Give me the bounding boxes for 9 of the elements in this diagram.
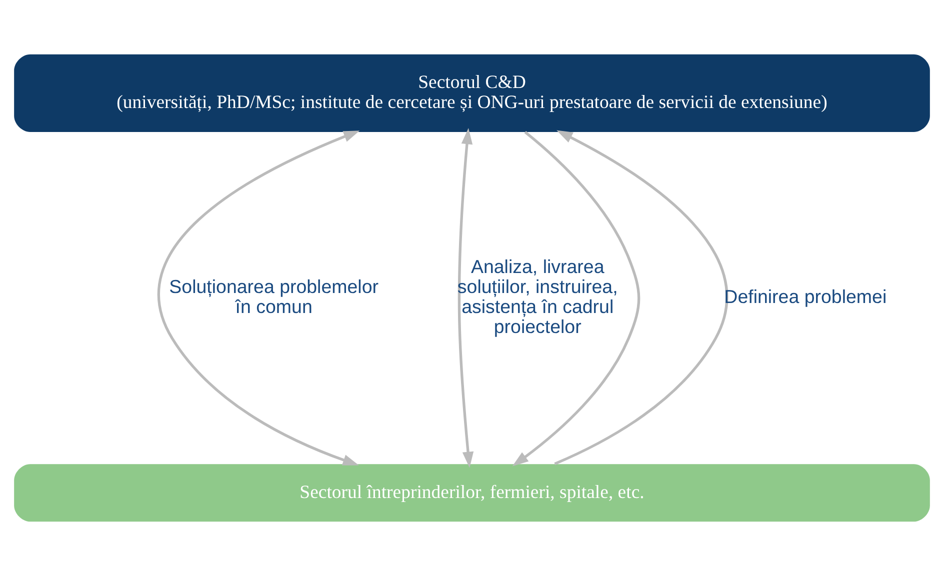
edge-label: Analiza, livrarea soluțiilor, instruirea, asistența în cadrul proiectelor [457,256,618,338]
edge-label: Definirea problemei [724,286,887,307]
edge-label: Soluționarea problemelor în comun [169,276,378,318]
arrow [458,128,474,468]
arrow [512,131,640,466]
node-box: Sectorul întreprinderilor, fermieri, spitale, etc. [14,464,930,522]
node-box: Sectorul C&D (universități, PhD/MSc; institute de cercetare și ONG-uri prestatoare de servicii de extensiune) [14,54,930,132]
arrow [554,130,728,466]
arrow [157,130,360,466]
